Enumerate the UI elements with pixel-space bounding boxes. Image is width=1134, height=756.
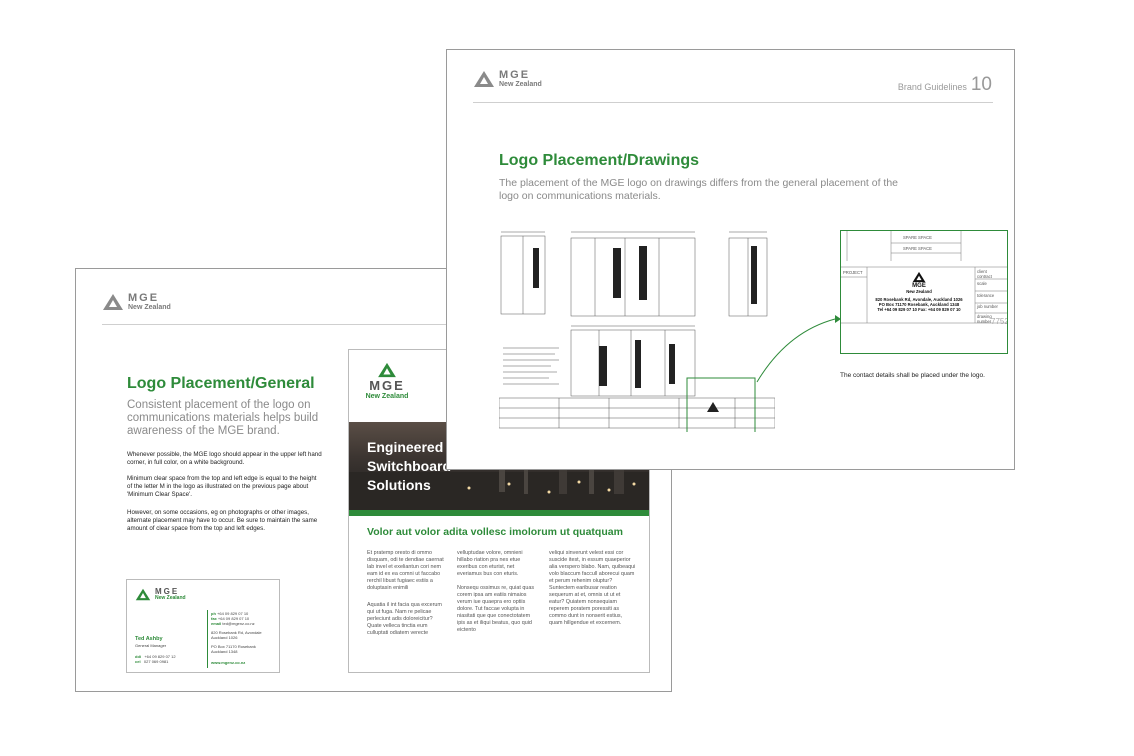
job-number-label: job number (977, 304, 998, 309)
logo-brand: MGE (499, 69, 531, 81)
brochure-subtitle: Volor aut volor adita vollesc imolorum u… (367, 526, 623, 538)
brochure-col3-p1: veliqui sinverunt velest essi cor suscid… (549, 550, 636, 626)
card-logo-brand: MGE (155, 587, 180, 596)
brochure-logo-brand: MGE (369, 378, 405, 393)
mge-triangle-logo-icon (135, 588, 151, 601)
page-header: Brand Guidelines 10 (898, 74, 992, 96)
logo-brand: MGE (128, 292, 160, 304)
brochure-col2-p1: velluptudae volore, omnieni hillabo riat… (457, 550, 523, 577)
mge-logo: MGE New Zealand (102, 293, 171, 311)
card-website: www.mgenz.co.nz (211, 660, 246, 665)
paragraph-2: Minimum clear space from the top and lef… (127, 475, 317, 498)
page-lead: Consistent placement of the logo on comm… (127, 399, 319, 437)
header-divider (102, 324, 647, 325)
client-label: client (977, 269, 987, 274)
card-name: Ted Ashby (135, 636, 163, 642)
paragraph-3: However, on some occasions, eg on photog… (127, 509, 318, 532)
card-role: General Manager (135, 643, 167, 648)
brochure-logo: MGE New Zealand (357, 362, 417, 400)
scale-label: scale (977, 281, 987, 286)
title-block-tel: Tel +64 09 829 07 10 Fax: +64 09 829 07 … (877, 307, 961, 312)
brochure-col1-p1: Et pratemp oresto di ommo disquam, odi t… (367, 550, 444, 591)
brochure-logo-sub: New Zealand (365, 393, 409, 400)
header-divider (473, 102, 993, 103)
mge-triangle-logo-icon (912, 271, 926, 283)
drawing-number-value: 7752 (991, 317, 1008, 326)
page-title: Logo Placement/General (127, 375, 315, 392)
spare-space-1: SPARE SPACE (903, 235, 932, 240)
business-card: MGE New Zealand Ted Ashby General Manage… (126, 579, 280, 673)
title-block-address: 820 Rosebank Rd, Avondale, Auckland 1026 (875, 297, 963, 302)
project-label: PROJECT (843, 270, 863, 275)
brochure-col2-p2: Nonsequ ossimus re, quiat quas corem ips… (457, 585, 535, 633)
brochure-hero-title: Engineered Switchboard Solutions (367, 439, 452, 493)
spare-space-2: SPARE SPACE (903, 246, 932, 251)
brochure-col1-p2: Aquatia il int facia qua excerum qui ut … (367, 602, 442, 636)
card-logo-sub: New Zealand (155, 595, 186, 601)
paragraph-1: Whenever possible, the MGE logo should a… (127, 451, 322, 466)
brochure-green-bar (349, 510, 649, 516)
mge-triangle-logo-icon (103, 294, 123, 310)
title-block-logo: MGE New Zealand 820 Rosebank Rd, Avondal… (869, 271, 969, 312)
technical-drawing-illustration (498, 231, 776, 435)
card-ddi: ddi +64 09 829 07 12 cel 027 069 0981 (135, 654, 176, 664)
drawing-number-label: drawing number (977, 314, 992, 324)
brand-guidelines-page-drawings: MGE New Zealand Brand Guidelines 10 Logo… (446, 49, 1015, 470)
mge-triangle-logo-icon (378, 362, 396, 378)
callout-arrow (756, 315, 841, 383)
logo-sub: New Zealand (128, 304, 171, 311)
title-block-grid (841, 231, 1007, 324)
mge-logo: MGE New Zealand (473, 70, 542, 88)
page-title: Logo Placement/Drawings (499, 152, 700, 169)
title-block-brand: MGE (912, 283, 926, 289)
logo-sub: New Zealand (499, 81, 542, 88)
industrial-plant-photo (349, 444, 649, 510)
page-lead: The placement of the MGE logo on drawing… (499, 177, 899, 202)
tolerance-label: tolerance (977, 293, 995, 298)
title-block-po-box: PO Box 71170 Rosebank, Auckland 1348 (878, 302, 960, 307)
card-divider (207, 610, 208, 668)
page-number: 10 (970, 74, 992, 95)
header-label: Brand Guidelines (897, 82, 967, 92)
contract-label: contract (977, 274, 992, 279)
switchboard-drawing (498, 228, 776, 435)
title-block-zoom: PROJECT SPARE SPACE SPARE SPACE client c… (840, 230, 1008, 354)
card-contact: ph +64 09 829 07 10 fax +64 09 829 07 10… (211, 611, 255, 626)
mge-triangle-logo-icon (474, 71, 494, 87)
title-block-sub: New Zealand (906, 289, 932, 294)
drawing-caption: The contact details shall be placed unde… (840, 372, 985, 379)
card-logo: MGE New Zealand (135, 588, 186, 601)
